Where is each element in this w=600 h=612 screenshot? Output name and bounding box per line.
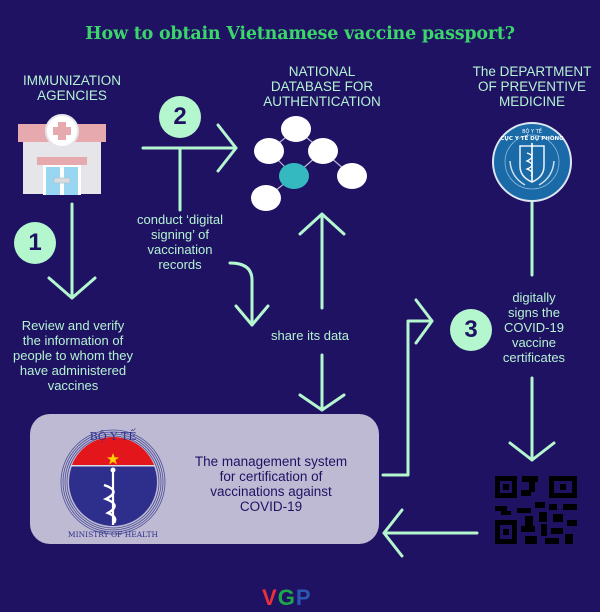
vgp-p: P — [295, 585, 312, 610]
label-line: NATIONAL — [288, 64, 356, 79]
hospital-icon — [18, 114, 106, 195]
preventive-medicine-seal-icon: BỘ Y TẾ CỤC Y TẾ DỰ PHÒNG — [492, 122, 572, 202]
step-2-description: conduct ‘digital signing’ of vaccination… — [120, 212, 240, 272]
seal-top-text: BỘ Y TẾ — [522, 127, 543, 135]
national-database-label: NATIONAL DATABASE FOR AUTHENTICATION — [240, 64, 404, 109]
step-3-badge: 3 — [450, 309, 492, 351]
text-line: have administered — [19, 363, 127, 378]
label-line: AGENCIES — [37, 88, 107, 103]
qr-code-icon — [495, 476, 577, 544]
page-title: How to obtain Vietnamese vaccine passpor… — [85, 24, 515, 44]
seal-name-text: CỤC Y TẾ DỰ PHÒNG — [500, 134, 564, 142]
text-line: Review and verify — [21, 318, 125, 333]
department-label: The DEPARTMENT OF PREVENTIVE MEDICINE — [450, 64, 600, 109]
logo-bottom-text: MINISTRY OF HEALTH — [68, 530, 159, 539]
share-data-label: share its data — [270, 328, 350, 343]
text-line: signing’ of — [150, 227, 210, 242]
label-line: OF PREVENTIVE — [477, 79, 587, 94]
text-line: for certification of — [219, 469, 323, 484]
label-line: IMMUNIZATION — [23, 73, 121, 88]
text-line: digitally — [512, 290, 556, 305]
text-line: people to whom they — [13, 348, 133, 363]
text-line: conduct ‘digital — [137, 212, 223, 227]
ministry-of-health-logo: BỘ Y TẾ MINISTRY OF HEALTH — [60, 428, 166, 539]
step-1-badge: 1 — [14, 222, 56, 264]
arrow-management-to-step3 — [381, 319, 434, 477]
text-line: records — [158, 257, 202, 272]
text-line: certificates — [502, 350, 566, 365]
network-nodes-icon — [251, 116, 367, 211]
management-system-text: The management system for certification … — [178, 454, 364, 514]
text-line: vaccine — [511, 335, 557, 350]
label-line: MEDICINE — [498, 94, 565, 109]
text-line: COVID-19 — [504, 320, 564, 335]
label-line: AUTHENTICATION — [263, 94, 381, 109]
text-line: The management system — [194, 454, 348, 469]
vgp-v: V — [262, 585, 278, 610]
vgp-logo: VGP — [262, 585, 312, 611]
text-line: vaccinations against — [210, 484, 332, 499]
text-line: vaccination — [147, 242, 213, 257]
step-3-description: digitally signs the COVID-19 vaccine cer… — [494, 290, 574, 365]
vgp-g: G — [277, 585, 296, 610]
step-2-badge: 2 — [159, 96, 201, 138]
text-line: signs the — [507, 305, 561, 320]
text-line: vaccines — [47, 378, 99, 393]
text-line: the information of — [22, 333, 124, 348]
logo-top-text: BỘ Y TẾ — [90, 428, 137, 443]
step-1-description: Review and verify the information of peo… — [2, 318, 144, 393]
label-line: DATABASE FOR — [270, 79, 374, 94]
text-line: COVID-19 — [239, 499, 303, 514]
immunization-agencies-label: IMMUNIZATION AGENCIES — [2, 73, 142, 103]
label-line: The DEPARTMENT — [472, 64, 592, 79]
